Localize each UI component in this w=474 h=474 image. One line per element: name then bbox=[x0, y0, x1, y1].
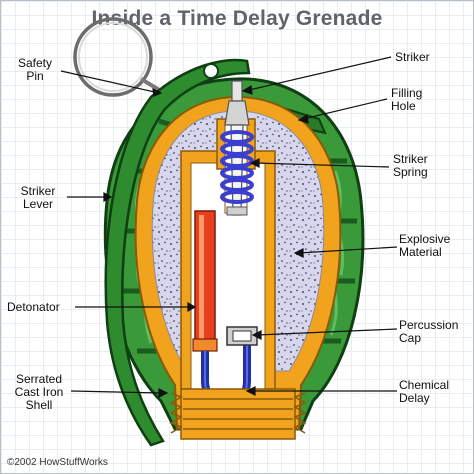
striker-spring bbox=[220, 130, 254, 204]
label-filling-hole: Filling Hole bbox=[391, 86, 423, 113]
percussion-cap bbox=[226, 326, 258, 346]
label-serrated-cast-iron-shell: Serrated Cast Iron Shell bbox=[14, 372, 64, 412]
detonator bbox=[192, 210, 218, 352]
threaded-base bbox=[169, 388, 307, 440]
label-striker-lever: Striker Lever bbox=[20, 184, 56, 211]
leader-lines bbox=[60, 56, 398, 398]
label-percussion-cap: Percussion Cap bbox=[399, 318, 459, 345]
label-detonator: Detonator bbox=[7, 300, 60, 314]
label-chemical-delay: Chemical Delay bbox=[399, 378, 450, 405]
label-safety-pin: Safety Pin bbox=[17, 56, 53, 83]
copyright-notice: ©2002 HowStuffWorks bbox=[7, 457, 108, 468]
label-striker-spring: Striker Spring bbox=[393, 152, 428, 179]
label-explosive-material: Explosive Material bbox=[399, 232, 451, 259]
label-striker: Striker bbox=[395, 50, 430, 64]
diagram-title: Inside a Time Delay Grenade bbox=[91, 7, 383, 30]
safety-pin-ring bbox=[73, 17, 173, 102]
striker-lever bbox=[104, 58, 251, 447]
